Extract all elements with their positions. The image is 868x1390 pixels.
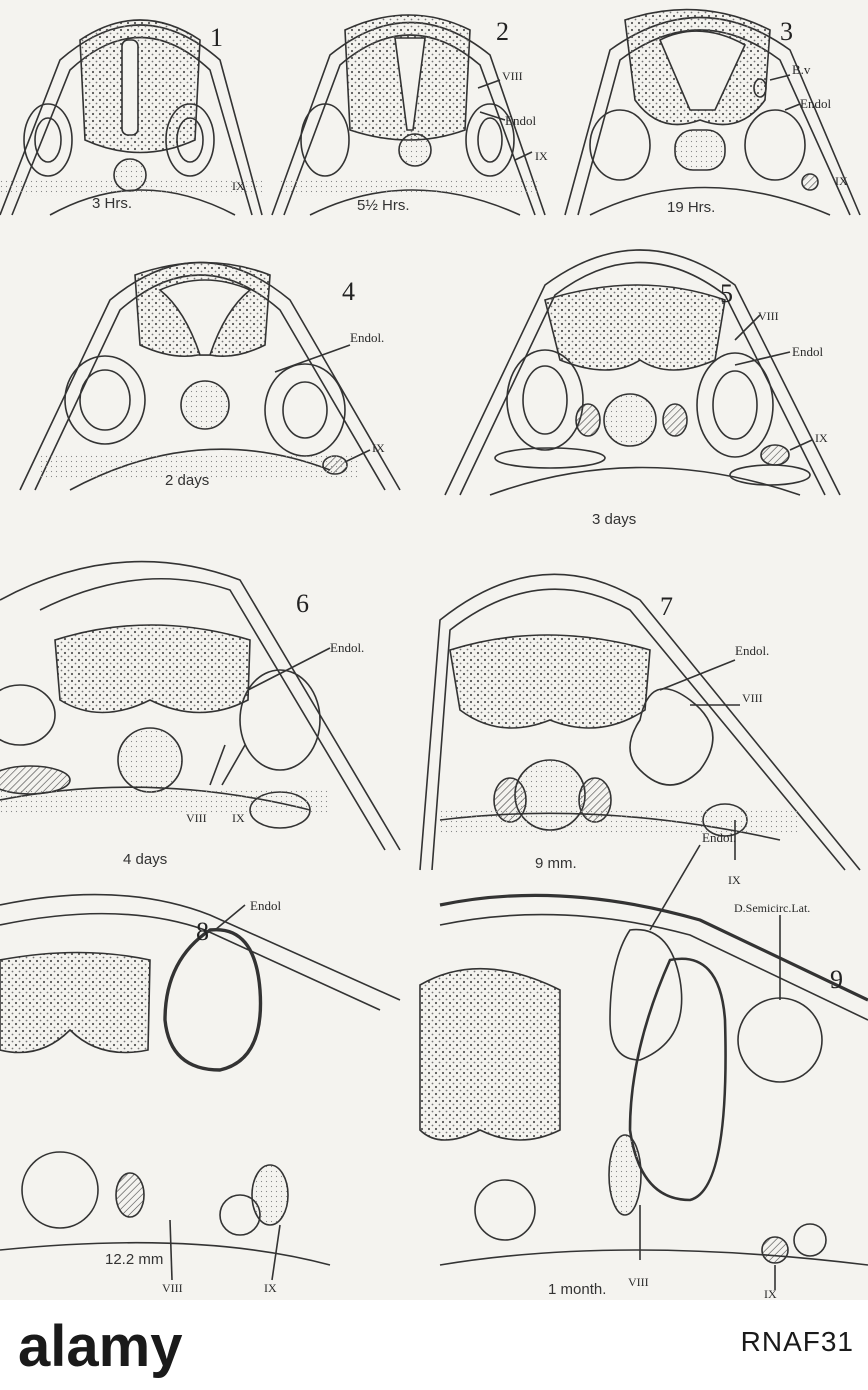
figure-plate: 1 2 3 4 5 6 7 8 9 3 Hrs. 5½ Hrs. 19 Hrs.…	[0, 0, 868, 1300]
structure-label: Endol.	[330, 640, 364, 655]
structure-label: D.Semicirc.Lat.	[734, 901, 810, 915]
structure-label: IX	[535, 149, 548, 163]
panel-number: 1	[210, 23, 223, 52]
panel-caption: 3 days	[592, 511, 636, 528]
panel-caption: 1 month.	[548, 1281, 606, 1298]
structure-label: IX	[815, 431, 828, 445]
panel-number: 5	[720, 279, 733, 308]
structure-label: VIII	[162, 1281, 183, 1295]
panel-number: 7	[660, 592, 673, 621]
panel-7	[419, 573, 861, 871]
embryo-sections-illustration	[0, 8, 868, 1290]
panel-3	[564, 8, 861, 216]
stock-footer: alamy RNAF31	[0, 1300, 868, 1390]
panel-4	[19, 261, 401, 491]
panel-number: 3	[780, 17, 793, 46]
structure-label: VIII	[758, 309, 779, 323]
structure-label: IX	[232, 811, 245, 825]
panel-5	[444, 249, 841, 496]
panel-labels-layer: 1 2 3 4 5 6 7 8 9 3 Hrs. 5½ Hrs. 19 Hrs.…	[92, 17, 848, 1300]
image-code: RNAF31	[740, 1326, 854, 1357]
structure-label: Endol	[800, 96, 831, 111]
structure-label: VIII	[742, 691, 763, 705]
panel-9	[419, 844, 868, 1290]
structure-label: IX	[835, 174, 848, 188]
structure-label: Endol.	[350, 330, 384, 345]
structure-label: Endol	[505, 113, 536, 128]
structure-label: IX	[232, 179, 245, 193]
panel-caption: 3 Hrs.	[92, 195, 132, 212]
structure-label: IX	[264, 1281, 277, 1295]
panel-number: 8	[196, 917, 209, 946]
panel-caption: 5½ Hrs.	[357, 197, 410, 214]
structure-label: B.v	[792, 62, 811, 77]
structure-label: IX	[372, 441, 385, 455]
structure-label: IX	[764, 1287, 777, 1300]
alamy-logo: alamy	[18, 1314, 182, 1379]
panel-1	[0, 19, 263, 216]
structure-label: VIII	[186, 811, 207, 825]
panel-2	[271, 14, 546, 216]
structure-label: IX	[728, 873, 741, 887]
structure-label: Endol	[250, 898, 281, 913]
structure-label: Endol.	[735, 643, 769, 658]
structure-label: Endol	[792, 344, 823, 359]
panel-number: 9	[830, 965, 843, 994]
panel-6	[0, 560, 401, 851]
watermark-text: alamy	[18, 1314, 182, 1379]
panel-number: 4	[342, 277, 355, 306]
structure-label: Endol.	[702, 830, 736, 845]
structure-label: VIII	[502, 69, 523, 83]
panel-caption: 12.2 mm	[105, 1251, 163, 1268]
panel-number: 2	[496, 17, 509, 46]
panel-caption: 2 days	[165, 472, 209, 489]
panel-caption: 4 days	[123, 851, 167, 868]
panel-caption: 9 mm.	[535, 855, 577, 872]
panel-8	[0, 893, 401, 1281]
panel-number: 6	[296, 589, 309, 618]
panel-caption: 19 Hrs.	[667, 199, 715, 216]
structure-label: VIII	[628, 1275, 649, 1289]
